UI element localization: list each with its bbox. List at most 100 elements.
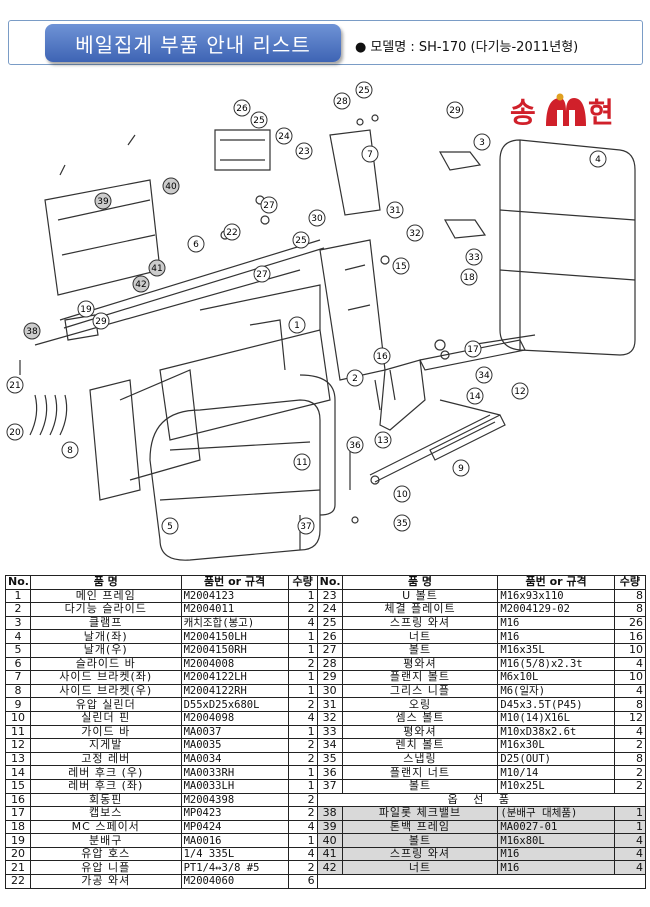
part-qty: 4 bbox=[287, 710, 318, 726]
part-no: 23 bbox=[316, 588, 343, 604]
svg-text:10: 10 bbox=[396, 490, 408, 500]
part-spec: M16x30L bbox=[497, 738, 615, 753]
part-name: 지게발 bbox=[29, 738, 182, 753]
part-qty: 4 bbox=[613, 683, 647, 699]
part-no: 4 bbox=[5, 629, 31, 644]
svg-text:7: 7 bbox=[367, 150, 373, 160]
part-spec: 캐치조합(봉고) bbox=[180, 615, 289, 631]
callout-17: 17 bbox=[464, 340, 482, 358]
part-name: 볼트 bbox=[341, 642, 499, 658]
svg-text:19: 19 bbox=[80, 305, 92, 315]
callout-40: 40 bbox=[162, 177, 180, 195]
svg-text:9: 9 bbox=[458, 464, 464, 474]
part-name: 유압 니플 bbox=[29, 860, 182, 876]
part-spec: M16 bbox=[497, 615, 615, 631]
option-no: 40 bbox=[316, 833, 343, 848]
svg-text:24: 24 bbox=[278, 132, 290, 142]
table-header-row: No. 품 명 품번 or 규격 수량 No. 품 명 품번 or 규격 수량 bbox=[5, 575, 647, 590]
part-name: 평와셔 bbox=[341, 724, 499, 740]
part-name: 슬라이드 바 bbox=[29, 656, 182, 672]
callout-7: 7 bbox=[361, 145, 379, 163]
part-spec: M2004098 bbox=[180, 710, 289, 726]
svg-text:23: 23 bbox=[298, 147, 309, 157]
callout-26: 26 bbox=[233, 99, 251, 117]
part-no: 26 bbox=[316, 629, 343, 644]
callout-9: 9 bbox=[452, 459, 470, 477]
svg-text:5: 5 bbox=[167, 522, 173, 532]
part-no: 10 bbox=[5, 710, 31, 726]
header-name: 품 명 bbox=[29, 575, 182, 590]
model-name: ●모델명 : SH-170 (다기능-2011년형) bbox=[355, 36, 578, 55]
part-qty: 2 bbox=[287, 602, 318, 617]
part-qty: 2 bbox=[287, 656, 318, 672]
part-qty: 4 bbox=[287, 615, 318, 631]
part-spec: M6x10L bbox=[497, 670, 615, 685]
callout-14: 14 bbox=[466, 387, 484, 405]
part-spec: MA0033RH bbox=[180, 765, 289, 780]
page-title: 베일집게 부품 안내 리스트 bbox=[45, 24, 341, 62]
part-qty: 2 bbox=[613, 738, 647, 753]
svg-text:1: 1 bbox=[294, 321, 300, 331]
part-name: 오링 bbox=[341, 697, 499, 712]
svg-text:29: 29 bbox=[95, 317, 107, 327]
header-qty: 수량 bbox=[287, 575, 318, 590]
header-no: No. bbox=[5, 575, 31, 590]
part-spec: M2004122RH bbox=[180, 683, 289, 699]
svg-text:38: 38 bbox=[26, 327, 38, 337]
part-spec: M10xD38x2.6t bbox=[497, 724, 615, 740]
part-spec: M16 bbox=[497, 629, 615, 644]
part-qty: 8 bbox=[613, 697, 647, 712]
callout-38: 38 bbox=[23, 322, 41, 340]
callout-4: 4 bbox=[589, 150, 607, 168]
svg-text:17: 17 bbox=[467, 345, 478, 355]
svg-text:25: 25 bbox=[253, 116, 264, 126]
svg-text:20: 20 bbox=[9, 428, 21, 438]
exploded-parts-diagram: 1 2 3 4 5 6 7 8 9 10 11 12 13 14 15 16 1… bbox=[6, 81, 636, 561]
part-spec: MA0016 bbox=[180, 833, 289, 848]
part-name: MC 스페이서 bbox=[29, 819, 182, 835]
option-spec: (분배구 대체품) bbox=[497, 806, 615, 821]
part-qty: 1 bbox=[287, 765, 318, 780]
part-qty: 2 bbox=[287, 792, 318, 808]
callout-42: 42 bbox=[132, 275, 150, 293]
part-name: 유압 실린더 bbox=[29, 697, 182, 712]
callout-3: 3 bbox=[473, 133, 491, 151]
part-no: 33 bbox=[316, 724, 343, 740]
option-qty: 4 bbox=[613, 846, 647, 862]
callout-37: 37 bbox=[297, 517, 315, 535]
part-no: 11 bbox=[5, 724, 31, 740]
option-spec: M16 bbox=[497, 860, 615, 876]
option-qty: 1 bbox=[613, 806, 647, 821]
part-no: 17 bbox=[5, 806, 31, 821]
option-spec: M16 bbox=[497, 846, 615, 862]
songhyun-logo: 송 현 bbox=[510, 93, 614, 129]
svg-text:40: 40 bbox=[165, 182, 177, 192]
callouts: 1 2 3 4 5 6 7 8 9 10 11 12 13 14 15 16 1… bbox=[6, 81, 607, 535]
callout-18: 18 bbox=[460, 268, 478, 286]
svg-text:송: 송 bbox=[510, 96, 536, 129]
option-name: 파일롯 체크밸브 bbox=[341, 806, 499, 821]
part-name: 플랜지 볼트 bbox=[341, 670, 499, 685]
part-no: 29 bbox=[316, 670, 343, 685]
part-name: 사이드 브라켓(좌) bbox=[29, 670, 182, 685]
callout-21: 21 bbox=[6, 376, 24, 394]
part-no: 37 bbox=[316, 778, 343, 794]
svg-text:29: 29 bbox=[449, 106, 461, 116]
part-spec: MA0035 bbox=[180, 738, 289, 753]
callout-1: 1 bbox=[288, 316, 306, 334]
part-no: 30 bbox=[316, 683, 343, 699]
part-spec: 1/4 335L bbox=[180, 846, 289, 862]
part-spec: M16x35L bbox=[497, 642, 615, 658]
option-name: 톤백 프레임 bbox=[341, 819, 499, 835]
callout-19: 19 bbox=[77, 300, 95, 318]
